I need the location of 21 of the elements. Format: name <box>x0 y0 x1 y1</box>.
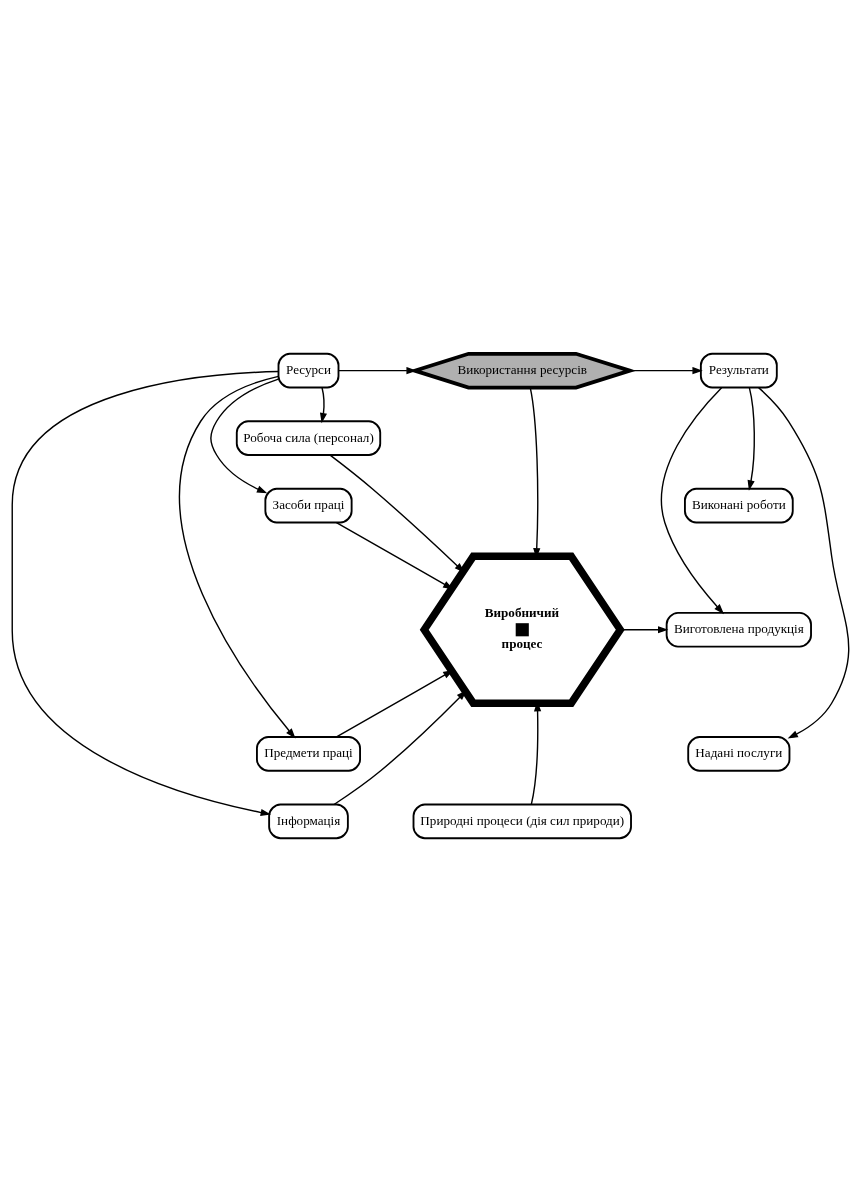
arrow <box>210 378 280 494</box>
node-box: Результати <box>699 352 778 389</box>
node-box: Надані послуги <box>687 736 791 772</box>
arrow <box>747 386 755 491</box>
node-box: Робоча сила (персонал) <box>235 420 382 456</box>
node-box: Ресурси <box>277 352 340 389</box>
node-box: Виготовлена продукція <box>665 611 812 648</box>
node-box: Предмети праці <box>256 736 361 772</box>
arrow <box>337 367 417 375</box>
arrow <box>319 387 328 424</box>
arrow <box>660 386 725 615</box>
arrow <box>11 370 280 817</box>
arrow <box>329 454 465 573</box>
arrow <box>757 386 850 739</box>
arrow <box>333 690 467 806</box>
node-box: Інформація <box>268 803 349 840</box>
arrow <box>179 375 296 739</box>
arrow <box>629 367 703 375</box>
node-box: Засоби праці <box>264 487 353 524</box>
node-box: Виконані роботи <box>684 487 794 524</box>
node-box: Природні процеси (дія сил природи) <box>412 803 632 840</box>
